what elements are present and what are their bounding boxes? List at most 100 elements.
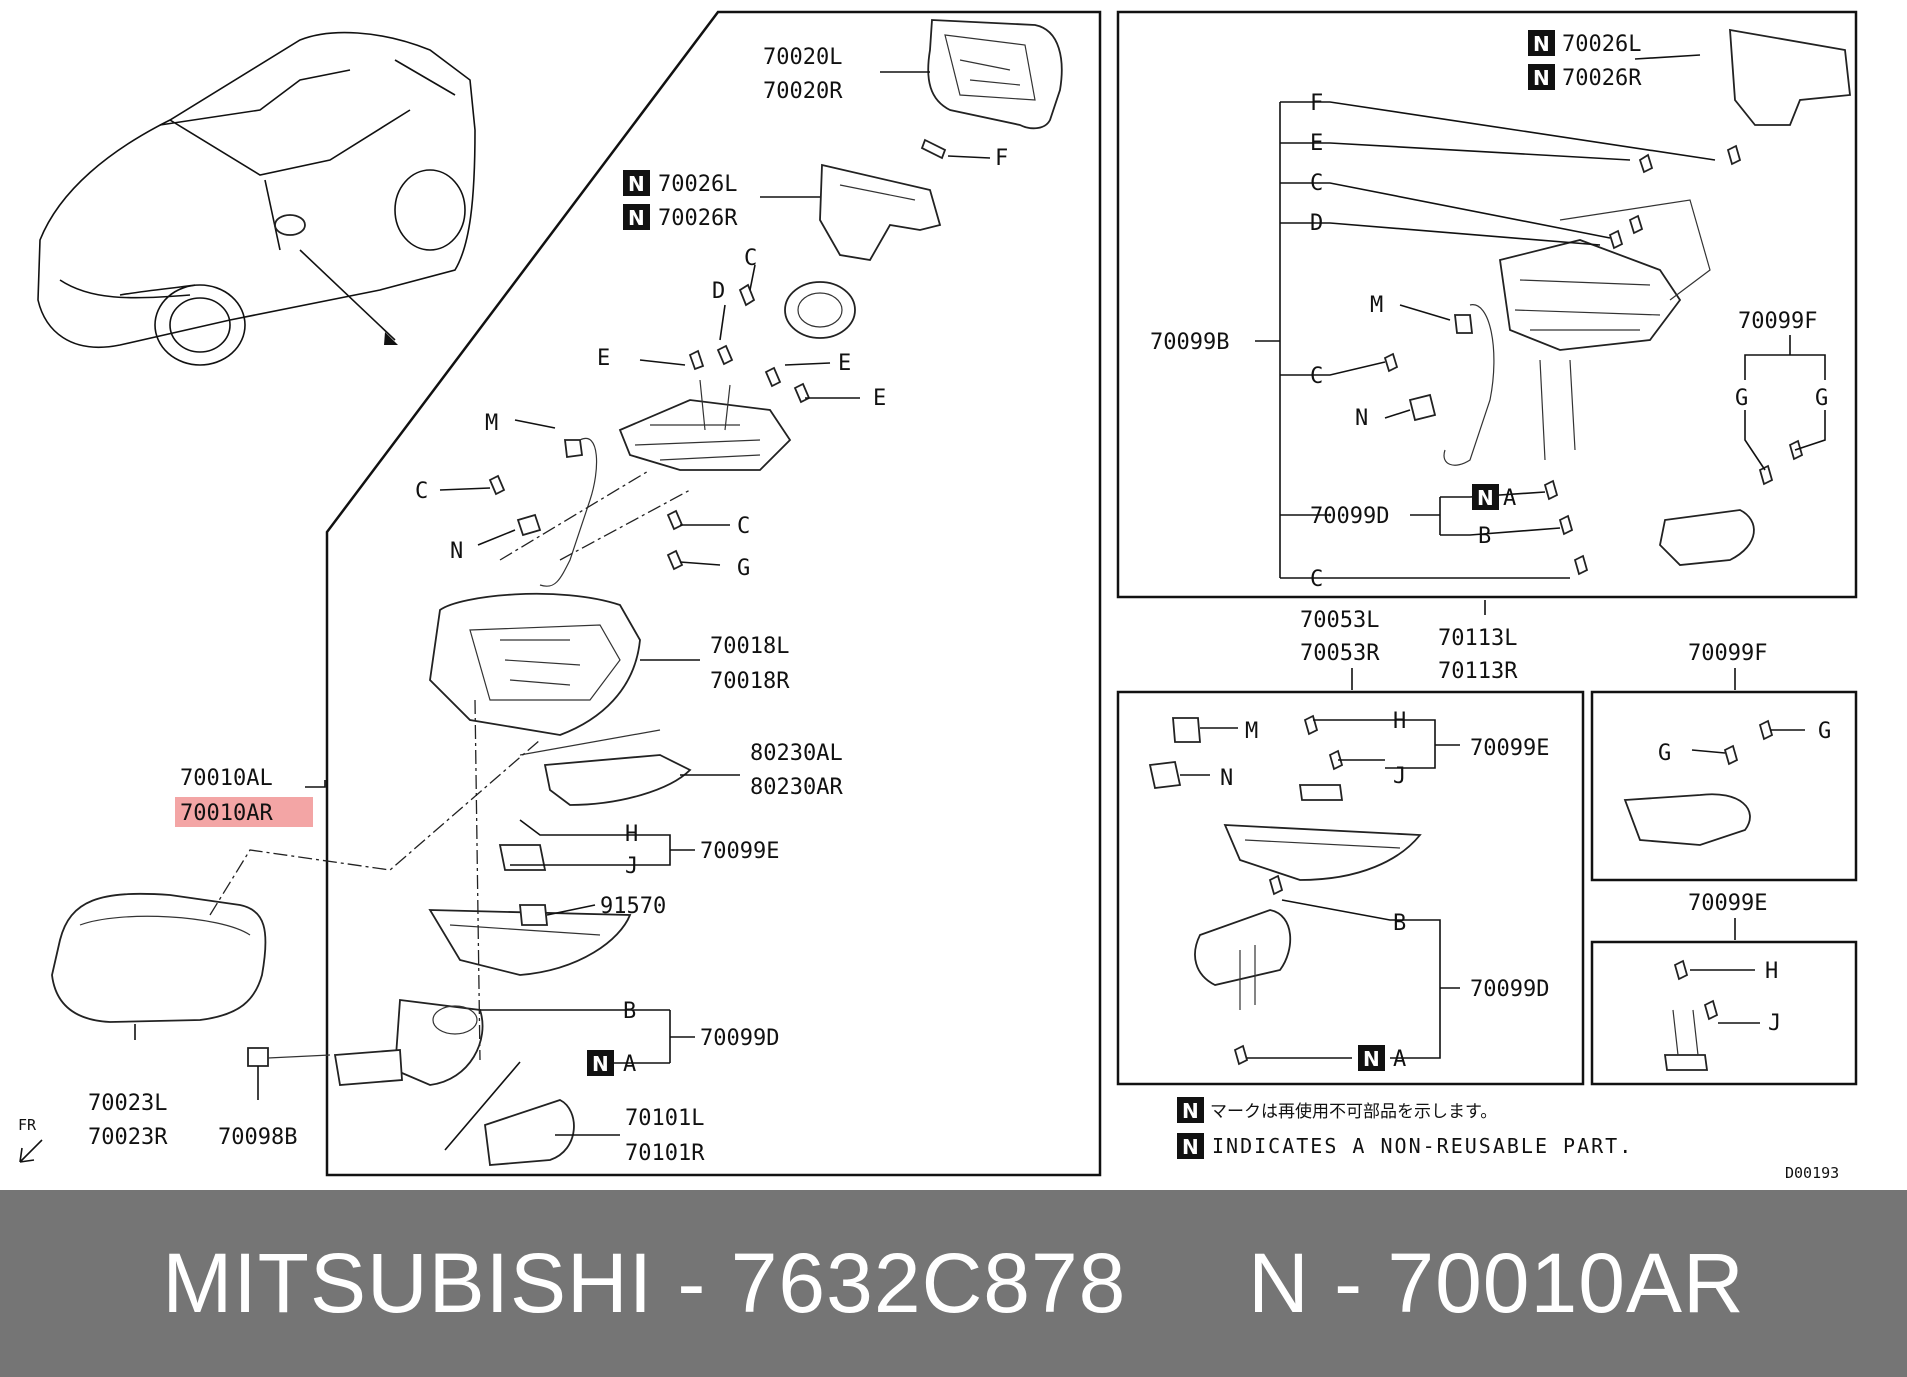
label-FR: FR: [18, 1116, 37, 1134]
svg-text:N: N: [1363, 1047, 1380, 1071]
label-C-top: C: [744, 246, 757, 271]
sa-label-B: B: [1393, 911, 1406, 936]
note-jp: マークは再使用不可部品を示します。: [1210, 1101, 1497, 1122]
tr-label-70026R: 70026R: [1562, 66, 1642, 91]
turn-signal-80230: [519, 729, 692, 806]
sc-label-J: J: [1768, 1011, 1781, 1036]
badge-tr-A: N: [1472, 484, 1499, 510]
label-91570: 91570: [600, 894, 666, 919]
tr-label-G1: G: [1735, 386, 1748, 411]
sa-label-H: H: [1393, 709, 1406, 734]
left-labels: 70020L 70020R F N 70026L N 70026R C D E …: [18, 45, 1008, 1166]
badge-note-jp: N: [1177, 1097, 1204, 1123]
housing-70018: [429, 592, 641, 736]
lower-base-parts: [333, 844, 632, 1166]
tr-label-M: M: [1370, 293, 1383, 318]
notes: N マークは再使用不可部品を示します。 N INDICATES A NON-RE…: [1177, 1097, 1839, 1182]
label-N: N: [450, 539, 463, 564]
label-70053L: 70053L: [1300, 608, 1379, 633]
label-C-low: C: [737, 514, 750, 539]
label-70053R: 70053R: [1300, 641, 1380, 666]
tr-label-E: E: [1310, 131, 1323, 156]
sub-box-b-labels: G G: [1658, 719, 1831, 766]
footer-bar: MITSUBISHI - 7632C878 N - 70010AR: [0, 1190, 1907, 1377]
mirror-motor: [784, 281, 856, 339]
label-80230AR: 80230AR: [750, 775, 843, 800]
main-assembly-frame: [325, 10, 1102, 1177]
tr-label-C1: C: [1310, 171, 1323, 196]
grommet-70098B: [247, 1047, 331, 1067]
top-right-leaders: [1255, 54, 1826, 579]
tr-label-70099F: 70099F: [1738, 309, 1817, 334]
svg-text:N: N: [1182, 1135, 1199, 1159]
label-mid-70099E: 70099E: [1688, 891, 1767, 916]
label-B: B: [623, 999, 636, 1024]
label-D: D: [712, 279, 725, 304]
top-right-labels: N 70026L N 70026R F E C D M 70099B C N N…: [1150, 30, 1828, 592]
svg-text:N: N: [628, 206, 645, 230]
note-en: INDICATES A NON-REUSABLE PART.: [1212, 1134, 1633, 1158]
sub-box-c: [1590, 940, 1858, 1086]
tr-label-D: D: [1310, 211, 1323, 236]
label-E2: E: [838, 351, 851, 376]
label-70010AR: 70010AR: [180, 801, 273, 826]
sc-label-H: H: [1765, 959, 1778, 984]
badge-tr-70026L: N: [1528, 30, 1555, 56]
badge-70026L: N: [623, 170, 650, 196]
top-right-parts: [1383, 28, 1851, 576]
leader-lines-left: [134, 264, 860, 1151]
label-70020L: 70020L: [763, 45, 842, 70]
sa-label-70099E: 70099E: [1470, 736, 1549, 761]
mirror-cover-70023: [51, 892, 267, 1023]
tr-label-70099D: 70099D: [1310, 504, 1389, 529]
sa-label-A: A: [1393, 1047, 1406, 1072]
badge-tr-70026R: N: [1528, 64, 1555, 90]
label-70098B: 70098B: [218, 1125, 297, 1150]
tr-label-C2: C: [1310, 364, 1323, 389]
screw-F: [920, 138, 991, 160]
label-70026L: 70026L: [658, 172, 737, 197]
label-70113R: 70113R: [1438, 659, 1518, 684]
actuator-assembly: [516, 379, 792, 587]
label-70026R: 70026R: [658, 206, 738, 231]
tr-label-C3: C: [1310, 567, 1323, 592]
sub-box-a-labels: M N H J 70099E B 70099D N A: [1220, 709, 1549, 1072]
svg-text:N: N: [1533, 66, 1550, 90]
label-70099E: 70099E: [700, 839, 779, 864]
tr-label-N: N: [1355, 406, 1368, 431]
sa-label-N: N: [1220, 766, 1233, 791]
diagram-code: D00193: [1785, 1164, 1839, 1182]
tr-label-70099B: 70099B: [1150, 330, 1229, 355]
dashed-leaders: [209, 469, 691, 1061]
label-70113L: 70113L: [1438, 626, 1517, 651]
top-right-frame: [1116, 10, 1858, 599]
tr-label-70026L: 70026L: [1562, 32, 1641, 57]
tr-label-G2: G: [1815, 386, 1828, 411]
label-A: A: [623, 1052, 636, 1077]
sub-box-b: [1590, 690, 1858, 882]
sub-box-c-labels: H J: [1765, 959, 1781, 1036]
screws-left: [488, 283, 811, 571]
sb-label-G1: G: [1658, 741, 1671, 766]
car-illustration: [37, 31, 476, 366]
fr-arrow-icon: [19, 1139, 43, 1163]
sb-label-G2: G: [1818, 719, 1831, 744]
parts-diagram: 70020L 70020R F N 70026L N 70026R C D E …: [18, 10, 1858, 1182]
sa-label-70099D: 70099D: [1470, 977, 1549, 1002]
svg-text:N: N: [1533, 32, 1550, 56]
label-E1: E: [597, 346, 610, 371]
label-80230AL: 80230AL: [750, 741, 843, 766]
svg-text:N: N: [592, 1052, 609, 1076]
tr-label-B: B: [1478, 524, 1491, 549]
label-mid-70099F: 70099F: [1688, 641, 1767, 666]
label-70018L: 70018L: [710, 634, 789, 659]
badge-70026R: N: [623, 204, 650, 230]
sa-label-J: J: [1393, 764, 1406, 789]
bracket-70026: [760, 163, 942, 261]
tr-label-F: F: [1310, 91, 1323, 116]
label-G: G: [737, 556, 750, 581]
label-70101R: 70101R: [625, 1141, 705, 1166]
svg-text:N: N: [628, 172, 645, 196]
label-F: F: [995, 146, 1008, 171]
label-J: J: [625, 854, 638, 879]
